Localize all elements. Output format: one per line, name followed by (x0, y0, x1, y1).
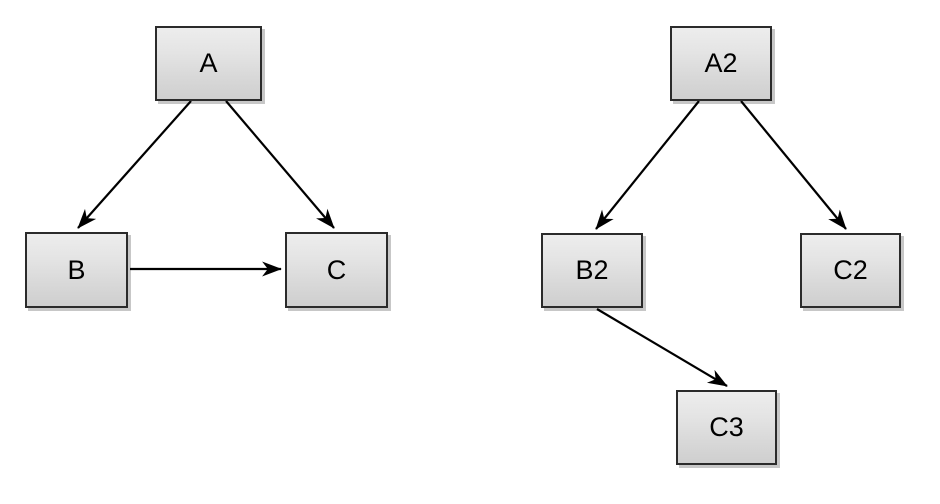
node-label-b: B (67, 254, 86, 285)
node-label-c: C (326, 254, 347, 285)
node-label-a: A (199, 48, 218, 78)
node-c3[interactable]: C3 (676, 390, 777, 465)
node-b2[interactable]: B2 (541, 233, 643, 308)
node-label-c2: C2 (833, 255, 868, 285)
node-a[interactable]: A (155, 26, 262, 101)
node-c2[interactable]: C2 (800, 233, 901, 308)
edge-b2-to-c3 (596, 308, 728, 387)
edge-a2-to-c2 (740, 100, 847, 230)
edge-a-to-b (77, 100, 192, 229)
node-a2[interactable]: A2 (670, 26, 772, 101)
node-label-b2: B2 (575, 255, 609, 285)
node-label-c3: C3 (709, 412, 744, 442)
edge-group (77, 100, 847, 387)
node-label-a2: A2 (704, 48, 738, 78)
node-b[interactable]: B (25, 232, 128, 308)
edge-a2-to-b2 (595, 100, 700, 230)
edge-a-to-c (225, 100, 335, 229)
node-c[interactable]: C (285, 232, 388, 308)
